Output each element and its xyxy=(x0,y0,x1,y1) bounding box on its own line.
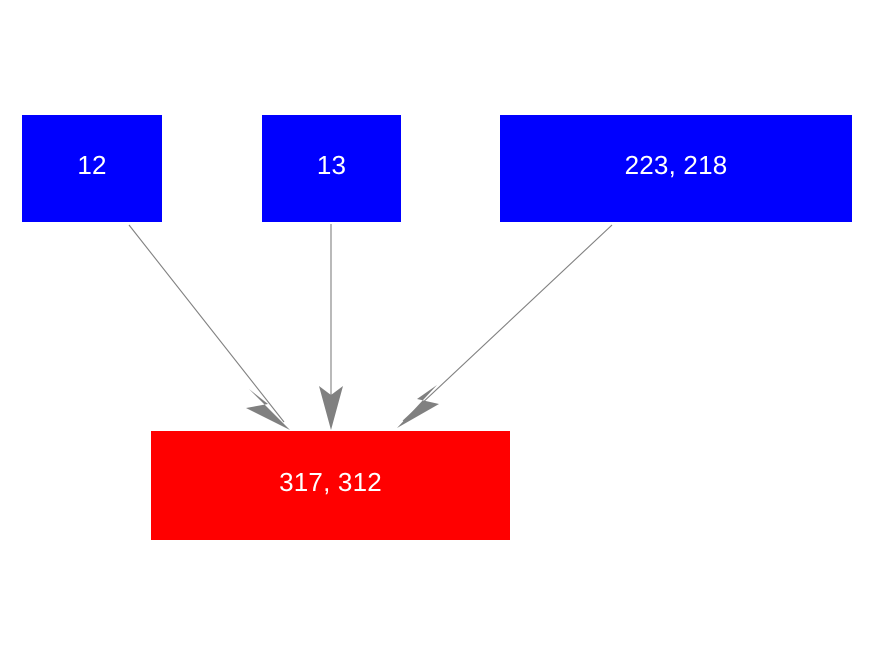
node-13[interactable]: 13 xyxy=(262,115,401,222)
edge-line xyxy=(128,224,285,423)
node-label: 12 xyxy=(77,149,107,180)
arrowhead xyxy=(246,389,290,430)
edge-223-218-to-317-312 xyxy=(397,224,613,428)
edge-line xyxy=(402,224,613,422)
node-317-312[interactable]: 317, 312 xyxy=(151,431,510,540)
arrowhead xyxy=(319,386,343,430)
arrowhead xyxy=(397,385,439,428)
edge-12-to-317-312 xyxy=(128,224,290,430)
node-12[interactable]: 12 xyxy=(22,115,162,222)
node-label: 223, 218 xyxy=(624,149,728,180)
node-223-218[interactable]: 223, 218 xyxy=(500,115,852,222)
edge-13-to-317-312 xyxy=(319,224,343,430)
node-label: 317, 312 xyxy=(279,466,382,497)
node-label: 13 xyxy=(316,149,347,180)
